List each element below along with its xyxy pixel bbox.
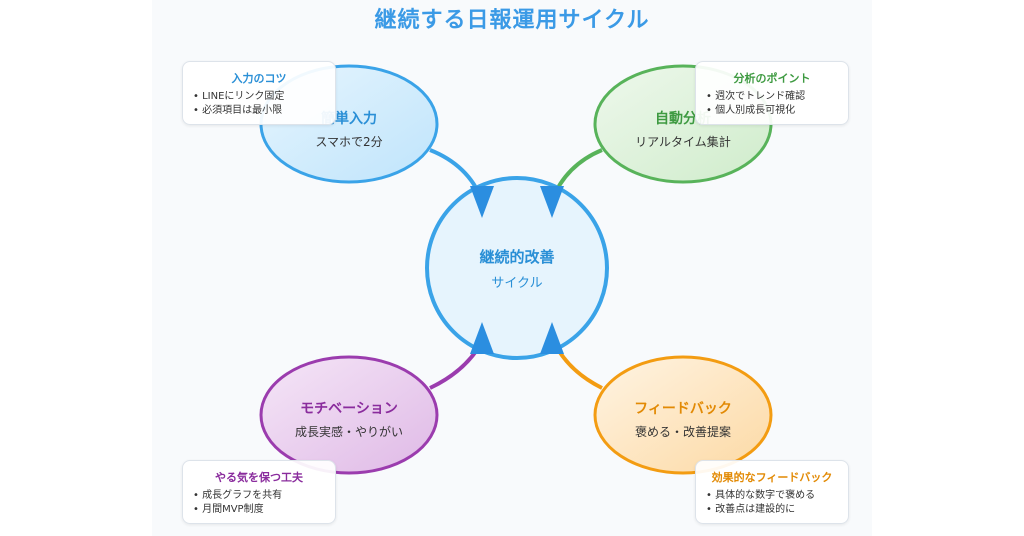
tip-card-analysis-title: 分析のポイント xyxy=(733,72,811,85)
list-item: 改善点は建設的に xyxy=(706,503,838,517)
arrowhead-input xyxy=(470,186,494,218)
center-node-shape[interactable] xyxy=(425,176,609,360)
tip-card-feedback-title: 効果的なフィードバック xyxy=(711,471,833,484)
list-item: 個人別成長可視化 xyxy=(706,104,838,118)
arrowhead-motivation xyxy=(470,322,494,354)
node-feedback-shape[interactable] xyxy=(593,355,773,475)
page-title: 継続する日報運用サイクル xyxy=(374,8,650,33)
tip-card-motivation: やる気を保つ工夫 成長グラフを共有 月間MVP制度 xyxy=(182,460,336,524)
list-item: 具体的な数字で褒める xyxy=(706,489,838,503)
arrowhead-analysis xyxy=(540,186,564,218)
list-item: 月間MVP制度 xyxy=(193,503,325,517)
tip-card-input-title: 入力のコツ xyxy=(231,72,287,85)
tip-card-feedback: 効果的なフィードバック 具体的な数字で褒める 改善点は建設的に xyxy=(695,460,849,524)
tip-card-motivation-title: やる気を保つ工夫 xyxy=(215,471,303,484)
tip-card-input: 入力のコツ LINEにリンク固定 必須項目は最小限 xyxy=(182,61,336,125)
list-item: 必須項目は最小限 xyxy=(193,104,325,118)
list-item: 成長グラフを共有 xyxy=(193,489,325,503)
node-motivation-shape[interactable] xyxy=(259,355,439,475)
list-item: 週次でトレンド確認 xyxy=(706,90,838,104)
list-item: LINEにリンク固定 xyxy=(193,90,325,104)
tip-card-analysis: 分析のポイント 週次でトレンド確認 個人別成長可視化 xyxy=(695,61,849,125)
arrowhead-feedback xyxy=(540,322,564,354)
